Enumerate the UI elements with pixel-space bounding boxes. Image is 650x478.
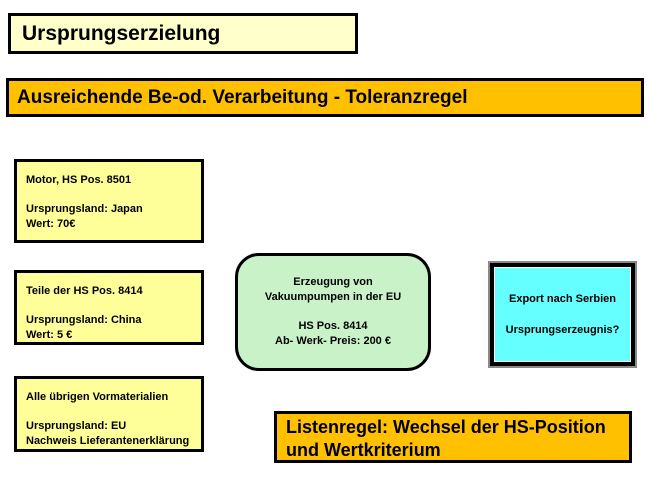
title-box: Ursprungserzielung [8, 13, 358, 54]
export-destination: Export nach Serbien [509, 292, 616, 305]
production-heading: Erzeugung von Vakuumpumpen in der EU [265, 275, 401, 305]
production-hs-position: HS Pos. 8414 [298, 320, 368, 332]
production-details: HS Pos. 8414 Ab- Werk- Preis: 200 € [275, 319, 391, 349]
production-heading-line1: Erzeugung von [293, 276, 373, 288]
subtitle-banner: Ausreichende Be-od. Verarbeitung - Toler… [6, 78, 644, 117]
export-box: Export nach Serbien Ursprungserzeugnis? [488, 261, 637, 368]
production-exworks-price: Ab- Werk- Preis: 200 € [275, 335, 391, 347]
material-box-vormaterialien: Alle übrigen Vormaterialien Ursprungslan… [14, 376, 204, 452]
production-heading-line2: Vakuumpumpen in der EU [264, 291, 402, 303]
rule-box: Listenregel: Wechsel der HS-Position und… [274, 411, 632, 463]
export-origin-question: Ursprungserzeugnis? [505, 323, 620, 336]
material-box-origin: Ursprungsland: EU [26, 420, 127, 432]
material-box-origin: Ursprungsland: China [26, 314, 142, 326]
material-box-motor: Motor, HS Pos. 8501 Ursprungsland: Japan… [14, 159, 204, 243]
material-box-heading: Alle übrigen Vormaterialien [26, 391, 169, 403]
material-box-heading: Motor, HS Pos. 8501 [26, 174, 132, 186]
material-box-origin: Ursprungsland: Japan [26, 203, 143, 215]
material-box-proof: Nachweis Lieferantenerklärung [26, 435, 190, 447]
material-box-teile: Teile der HS Pos. 8414 Ursprungsland: Ch… [14, 270, 204, 345]
material-box-value: Wert: 70€ [26, 218, 76, 230]
material-box-heading: Teile der HS Pos. 8414 [26, 285, 143, 297]
production-box: Erzeugung von Vakuumpumpen in der EU HS … [235, 253, 431, 371]
material-box-value: Wert: 5 € [26, 329, 73, 341]
